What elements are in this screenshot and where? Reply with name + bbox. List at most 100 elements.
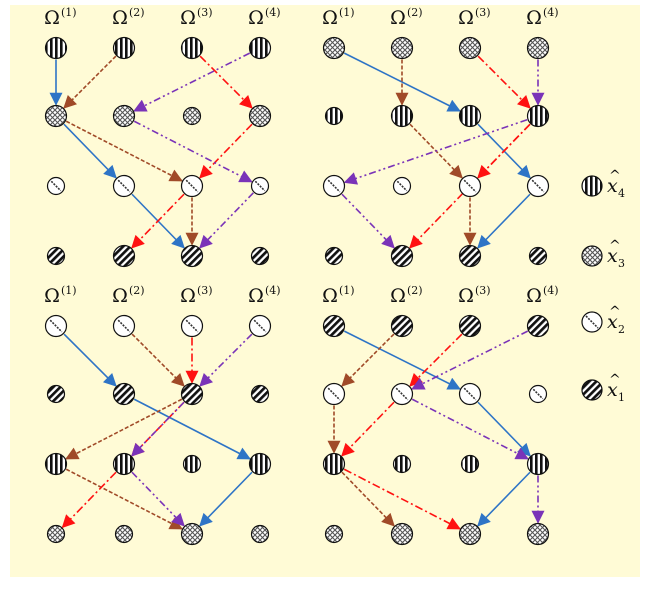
column-header-omega-2: Ω(2) (112, 284, 144, 307)
node-dense-diagonal-r2c2 (112, 382, 136, 406)
purple-arrow (411, 398, 529, 460)
purple-arrow (341, 193, 395, 249)
svg-text:Ω: Ω (248, 285, 264, 307)
red-arrow (199, 55, 253, 109)
node-dense-diagonal-r1c1 (322, 314, 346, 338)
node-crosshatch-r4c3 (180, 522, 204, 546)
node-vertical-stripes-r2c3 (458, 104, 482, 128)
blue-arrow (133, 398, 251, 460)
node-dense-diagonal-r4c3 (180, 244, 204, 268)
node-vertical-stripes-r3c1 (322, 452, 346, 476)
column-header-omega-2: Ω(2) (390, 284, 422, 307)
column-header-omega-4: Ω(4) (248, 6, 280, 29)
column-header-omega-1: Ω(1) (44, 284, 76, 307)
purple-arrow (131, 471, 185, 527)
node-dense-diagonal-r4c1 (324, 246, 344, 266)
purple-arrow (131, 401, 185, 457)
panels-layer: Ω(1)Ω(2)Ω(3)Ω(4)Ω(1)Ω(2)Ω(3)Ω(4)Ω(1)Ω(2)… (44, 6, 559, 546)
node-dense-diagonal-r1c2 (390, 314, 414, 338)
node-vertical-stripes-r3c3 (182, 454, 202, 474)
legend-label: x (607, 245, 618, 267)
purple-arrow (199, 333, 253, 387)
node-dense-diagonal-r4c3 (458, 244, 482, 268)
node-single-diagonal-r3c1 (46, 176, 66, 196)
node-crosshatch-r1c2 (390, 36, 414, 60)
node-single-diagonal-r2c1 (322, 382, 346, 406)
svg-text:Ω: Ω (44, 285, 60, 307)
column-header-omega-1: Ω(1) (44, 6, 76, 29)
svg-text:(2): (2) (407, 284, 423, 297)
node-single-diagonal-r3c1 (322, 174, 346, 198)
node-vertical-stripes-r3c4 (248, 452, 272, 476)
column-header-omega-4: Ω(4) (526, 284, 558, 307)
node-single-diagonal-r2c2 (390, 382, 414, 406)
node-vertical-stripes-r2c4 (526, 104, 550, 128)
node-vertical-stripes-r3c3 (460, 454, 480, 474)
column-header-omega-3: Ω(3) (180, 284, 212, 307)
node-dense-diagonal-r4c4 (250, 246, 270, 266)
node-crosshatch-r2c3 (182, 106, 202, 126)
node-crosshatch-r1c4 (526, 36, 550, 60)
svg-text:(4): (4) (265, 6, 281, 19)
purple-arrow (133, 52, 251, 112)
node-crosshatch-r4c1 (46, 524, 66, 544)
purple-arrow (411, 330, 529, 390)
svg-text:(4): (4) (265, 284, 281, 297)
svg-text:(1): (1) (61, 6, 77, 19)
node-dense-diagonal-r4c2 (390, 244, 414, 268)
svg-text:Ω: Ω (458, 7, 474, 29)
column-header-omega-3: Ω(3) (458, 6, 490, 29)
svg-text:Ω: Ω (390, 7, 406, 29)
node-single-diagonal-r1c3 (180, 314, 204, 338)
panel-bottom-right: Ω(1)Ω(2)Ω(3)Ω(4) (322, 284, 559, 546)
node-vertical-stripes-r3c1 (44, 452, 68, 476)
panel-top-right: Ω(1)Ω(2)Ω(3)Ω(4) (322, 6, 559, 268)
brown-arrow (341, 333, 395, 387)
node-crosshatch-r4c1 (324, 524, 344, 544)
node-dense-diagonal-r1c4 (526, 314, 550, 338)
svg-text:(1): (1) (61, 284, 77, 297)
node-vertical-stripes-r3c2 (112, 452, 136, 476)
node-dense-diagonal-r1c3 (458, 314, 482, 338)
red-arrow (343, 468, 461, 530)
column-header-omega-2: Ω(2) (112, 6, 144, 29)
node-single-diagonal-r3c3 (180, 174, 204, 198)
svg-text:Ω: Ω (180, 7, 196, 29)
panel-top-left: Ω(1)Ω(2)Ω(3)Ω(4) (44, 6, 281, 268)
svg-text:^: ^ (609, 168, 621, 184)
node-single-diagonal-r3c4 (526, 174, 550, 198)
node-vertical-stripes-r1c2 (112, 36, 136, 60)
brown-arrow (131, 333, 185, 387)
node-crosshatch-r1c3 (458, 36, 482, 60)
node-crosshatch-r2c4 (248, 104, 272, 128)
node-single-diagonal-r2c3 (458, 382, 482, 406)
brown-arrow (341, 471, 395, 527)
node-crosshatch-r2c2 (112, 104, 136, 128)
svg-text:^: ^ (609, 372, 621, 388)
legend-label: x (607, 311, 618, 333)
node-single-diagonal-r2c4 (528, 384, 548, 404)
column-header-omega-4: Ω(4) (526, 6, 558, 29)
red-arrow (131, 401, 185, 457)
red-arrow (477, 55, 531, 109)
red-arrow (409, 333, 463, 387)
legend-subscript: 3 (618, 257, 625, 270)
node-crosshatch-r4c4 (250, 524, 270, 544)
blue-arrow (199, 471, 253, 527)
node-single-diagonal-r1c2 (112, 314, 136, 338)
legend-label: x (607, 379, 618, 401)
svg-text:(2): (2) (407, 6, 423, 19)
node-dense-diagonal-r4c4 (528, 246, 548, 266)
node-single-diagonal-r1c4 (248, 314, 272, 338)
node-vertical-stripes-r1c1 (44, 36, 68, 60)
node-dense-diagonal-r4c1 (46, 246, 66, 266)
svg-text:Ω: Ω (526, 7, 542, 29)
blue-arrow (63, 333, 117, 387)
blue-arrow (63, 123, 117, 179)
purple-arrow (133, 120, 253, 183)
svg-text:^: ^ (609, 238, 621, 254)
brown-arrow (65, 120, 183, 182)
svg-text:(4): (4) (543, 284, 559, 297)
svg-text:^: ^ (609, 304, 621, 320)
